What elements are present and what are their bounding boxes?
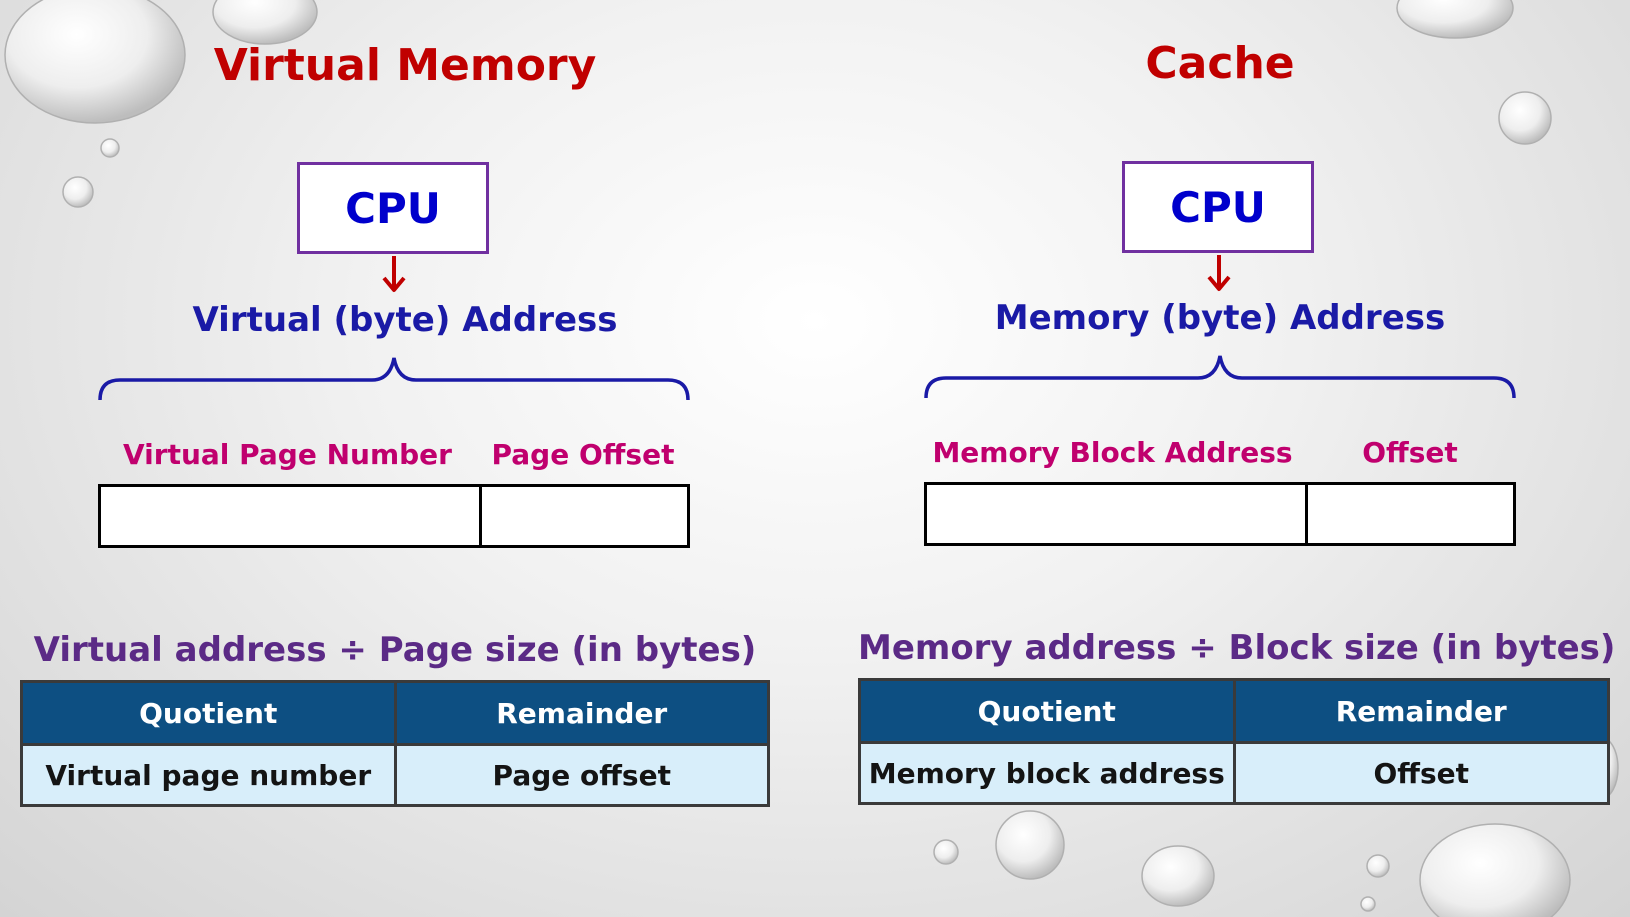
- offset-field: [1305, 485, 1513, 543]
- virtual-division-table: Quotient Remainder Virtual page number P…: [20, 680, 770, 807]
- down-arrow-icon: [382, 256, 406, 292]
- dotted-divider: [810, 2, 818, 917]
- cache-title: Cache: [1145, 38, 1295, 89]
- virtual-page-number-field: [101, 487, 479, 545]
- memory-block-address-label: Memory Block Address: [932, 436, 1293, 469]
- cpu-label: CPU: [1170, 182, 1266, 232]
- remainder-header: Remainder: [1235, 681, 1607, 741]
- cpu-box: CPU: [297, 162, 489, 254]
- cpu-box: CPU: [1122, 161, 1314, 253]
- page-offset-field: [479, 487, 687, 545]
- memory-block-address-field: [927, 485, 1305, 543]
- down-arrow-icon: [1207, 255, 1231, 291]
- memory-address-fields: [924, 482, 1516, 546]
- offset-label: Offset: [1362, 436, 1458, 469]
- memory-division-table: Quotient Remainder Memory block address …: [858, 678, 1610, 805]
- quotient-cell: Virtual page number: [23, 746, 394, 804]
- quotient-header: Quotient: [861, 681, 1233, 741]
- virtual-address-label: Virtual (byte) Address: [192, 300, 618, 340]
- drop: [4, 0, 1619, 917]
- brace-icon: [924, 355, 1516, 399]
- memory-address-label: Memory (byte) Address: [994, 298, 1446, 338]
- cpu-label: CPU: [345, 183, 441, 233]
- remainder-cell: Offset: [1235, 744, 1607, 802]
- page-offset-label: Page Offset: [491, 438, 675, 471]
- brace-icon: [98, 357, 690, 401]
- quotient-header: Quotient: [23, 683, 394, 743]
- virtual-memory-title: Virtual Memory: [213, 40, 597, 91]
- remainder-header: Remainder: [396, 683, 767, 743]
- virtual-page-number-label: Virtual Page Number: [123, 438, 452, 471]
- quotient-cell: Memory block address: [861, 744, 1233, 802]
- virtual-address-fields: [98, 484, 690, 548]
- remainder-cell: Page offset: [396, 746, 767, 804]
- virtual-division-label: Virtual address ÷ Page size (in bytes): [33, 630, 757, 670]
- memory-division-label: Memory address ÷ Block size (in bytes): [858, 628, 1616, 668]
